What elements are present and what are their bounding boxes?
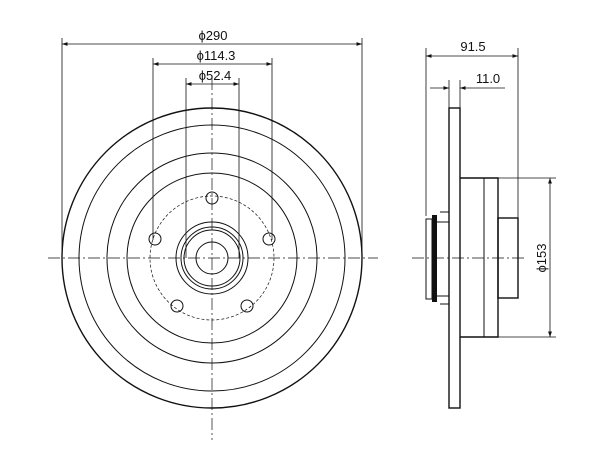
abs-ring-flange <box>425 218 433 300</box>
hub-ring-mid <box>180 226 244 290</box>
abs-ring <box>432 215 437 302</box>
disc-outer-edge <box>61 107 363 409</box>
friction-inner-edge <box>106 152 318 364</box>
front-view: ϕ290 ϕ114.3 ϕ52.4 <box>48 28 378 440</box>
hub-spigot <box>497 217 519 299</box>
center-bore-label: ϕ52.4 <box>199 68 232 83</box>
center-bore <box>195 241 229 275</box>
dimension-overall-width: 91.5 <box>425 39 519 218</box>
hub-body <box>460 177 499 338</box>
hub-ring-inner <box>183 229 241 287</box>
bolt-circle-label: ϕ114.3 <box>197 48 236 63</box>
bolt-hole <box>240 299 254 313</box>
dimension-hub-diameter: ϕ153 <box>498 177 556 338</box>
disc-outer-ring <box>78 124 346 392</box>
dimension-outer-diameter: ϕ290 <box>61 28 363 256</box>
bolt-hole <box>148 232 162 246</box>
hub-ring-outer <box>175 221 249 295</box>
hat-outer-edge <box>126 172 298 344</box>
disc-thickness-label: 11.0 <box>476 71 500 86</box>
bolt-hole <box>205 191 219 205</box>
bolt-hole <box>170 299 184 313</box>
dimension-center-bore: ϕ52.4 <box>185 68 240 258</box>
side-view: 91.5 11.0 ϕ153 <box>412 39 556 409</box>
hub-diameter-label: ϕ153 <box>534 244 549 273</box>
bolt-hole <box>262 232 276 246</box>
bolt-circle <box>149 195 275 321</box>
disc-plate <box>448 107 461 409</box>
outer-diameter-label: ϕ290 <box>199 28 228 43</box>
dimension-disc-thickness: 11.0 <box>430 71 505 108</box>
overall-width-label: 91.5 <box>460 39 485 54</box>
dimension-bolt-circle: ϕ114.3 <box>152 48 273 240</box>
